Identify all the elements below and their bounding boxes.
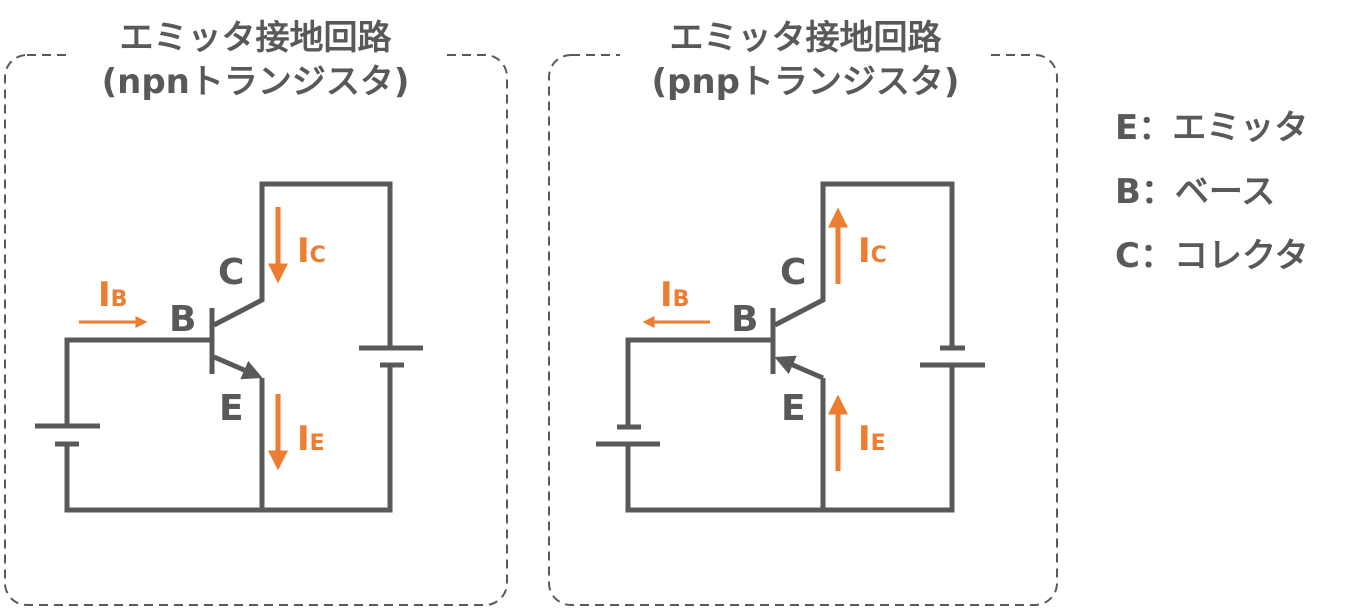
legend-item: B：ベース [1115,160,1309,224]
npn-label-c: C [218,252,244,293]
npn-frame [4,54,508,606]
pnp-ie-label: IE [858,419,886,459]
legend-value: ベース [1174,172,1276,212]
legend-item: E：エミッタ [1115,96,1309,160]
pnp-circuit [596,181,985,513]
pnp-label-e: E [781,388,806,429]
npn-ib-label: IB [98,275,127,315]
legend-key: E [1115,108,1139,148]
npn-title-line1: エミッタ接地回路 [119,18,392,58]
npn-emitter-arrow [213,354,263,380]
legend-key: B [1115,172,1141,212]
legend-sep: ： [1138,108,1173,148]
pnp-label-c: C [780,252,806,293]
npn-label-b: B [169,299,196,340]
pnp-title-line2: (pnpトランジスタ) [651,62,960,102]
legend-value: コレクタ [1173,236,1309,276]
pnp-title: エミッタ接地回路 (pnpトランジスタ) [620,16,991,104]
npn-circuit [35,181,423,513]
legend-sep: ： [1139,236,1174,276]
npn-label-e: E [219,388,244,429]
npn-title-line2: (npnトランジスタ) [101,62,410,102]
legend-item: C：コレクタ [1115,224,1309,288]
pnp-current-arrows [642,207,848,471]
pnp-label-b: B [731,299,758,340]
legend-sep: ： [1140,172,1175,212]
legend-value: エミッタ [1172,108,1309,148]
terminal-legend: E：エミッタ B：ベース C：コレクタ [1115,96,1309,288]
pnp-frame [548,54,1058,606]
npn-current-arrows [79,207,288,471]
npn-ic-label: IC [297,231,326,271]
pnp-ic-label: IC [858,231,887,271]
pnp-title-line1: エミッタ接地回路 [669,18,942,58]
pnp-ib-label: IB [660,275,689,315]
npn-title: エミッタ接地回路 (npnトランジスタ) [70,16,441,104]
legend-key: C [1115,236,1140,276]
npn-ie-label: IE [297,419,325,459]
pnp-emitter-arrow [774,355,824,381]
